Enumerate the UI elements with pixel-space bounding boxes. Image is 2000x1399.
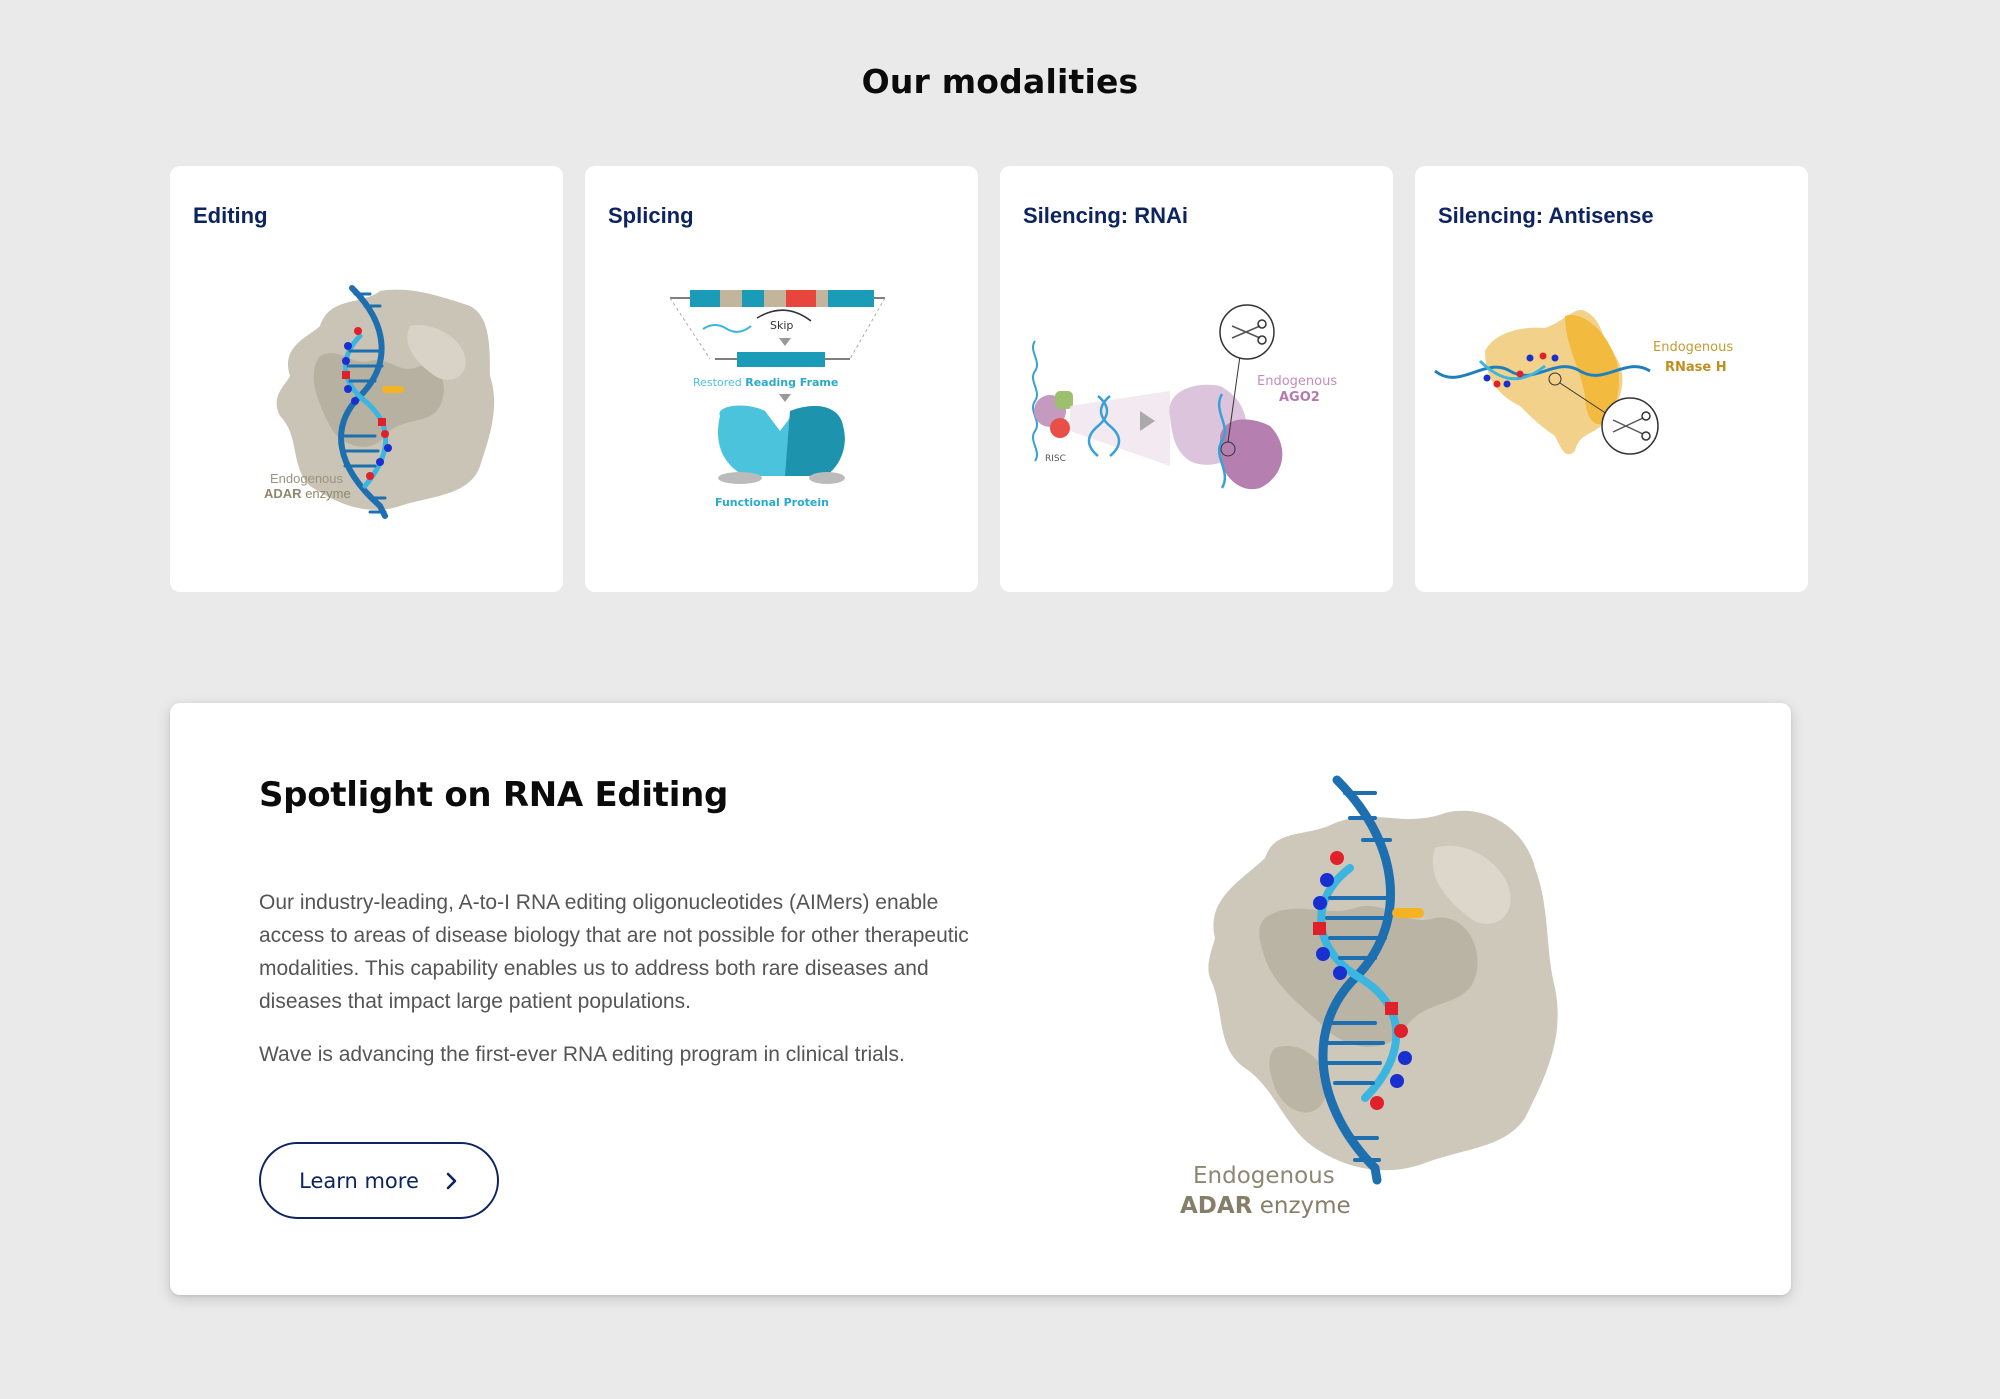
antisense-illustration: Endogenous RNase H: [1415, 266, 1808, 592]
sirna-icon: [1087, 395, 1109, 457]
card-title: Splicing: [608, 203, 694, 228]
card-title: Silencing: Antisense: [1438, 203, 1654, 228]
exon-strip-icon: [690, 290, 874, 307]
chevron-right-icon: [446, 1172, 457, 1189]
modality-card-splicing[interactable]: Splicing Skip: [585, 166, 978, 592]
svg-text:ADAR enzyme: ADAR enzyme: [264, 486, 351, 501]
ago2-protein-icon: [1169, 384, 1283, 490]
card-title: Editing: [193, 203, 268, 228]
adar-enzyme-illustration-large: Endogenous ADAR enzyme: [1105, 768, 1625, 1238]
rna-strand-icon: [1434, 365, 1651, 379]
risc-complex-icon: [1034, 391, 1073, 438]
modality-cards: Editing: [170, 166, 1808, 592]
modality-card-antisense[interactable]: Silencing: Antisense: [1415, 166, 1808, 592]
card-title: Silencing: RNAi: [1023, 203, 1189, 228]
risc-label: RISC: [1045, 454, 1066, 464]
spotlight-title: Spotlight on RNA Editing: [259, 775, 729, 815]
learn-more-label: Learn more: [299, 1168, 419, 1193]
scissors-icon: [1601, 397, 1659, 455]
enzyme-label: Endogenous: [1193, 1163, 1335, 1189]
modality-card-editing[interactable]: Editing: [170, 166, 563, 592]
oligo-icon: [702, 324, 752, 333]
down-arrow-icon: [779, 394, 791, 402]
svg-text:Restored Reading Frame: Restored Reading Frame: [693, 376, 838, 389]
spotlight-body: Our industry-leading, A-to-I RNA editing…: [259, 886, 979, 1091]
protein-icon: [717, 405, 845, 484]
rnai-illustration: RISC Endogenous: [1000, 266, 1393, 592]
spotlight-card: Spotlight on RNA Editing Our industry-le…: [170, 703, 1791, 1295]
spotlight-paragraph: Our industry-leading, A-to-I RNA editing…: [259, 891, 969, 1013]
ago2-label: Endogenous: [1257, 374, 1337, 389]
rnase-h-protein-icon: [1485, 309, 1623, 455]
adar-enzyme-illustration: Endogenous ADAR enzyme: [170, 266, 563, 592]
nucleotide-markers-icon: [342, 327, 392, 480]
svg-text:ADAR enzyme: ADAR enzyme: [1180, 1193, 1351, 1219]
down-arrow-icon: [779, 338, 791, 346]
rnase-h-label: Endogenous: [1653, 340, 1733, 355]
modality-card-rnai[interactable]: Silencing: RNAi RISC: [1000, 166, 1393, 592]
scissors-icon: [1219, 304, 1275, 360]
learn-more-button[interactable]: Learn more: [259, 1142, 499, 1219]
right-arrow-icon: [1140, 411, 1155, 431]
skip-label: Skip: [770, 319, 793, 332]
enzyme-blob-icon: [1208, 810, 1558, 1171]
section-title: Our modalities: [861, 62, 1139, 101]
protein-label: Functional Protein: [715, 496, 829, 509]
svg-text:AGO2: AGO2: [1279, 390, 1320, 405]
enzyme-label: Endogenous: [270, 471, 344, 486]
svg-text:RNase H: RNase H: [1665, 360, 1727, 375]
nucleotide-markers-icon: [1313, 851, 1412, 1110]
splicing-illustration: Skip Restored Reading Frame Functional P…: [585, 266, 978, 592]
spotlight-paragraph: Wave is advancing the first-ever RNA edi…: [259, 1043, 905, 1066]
